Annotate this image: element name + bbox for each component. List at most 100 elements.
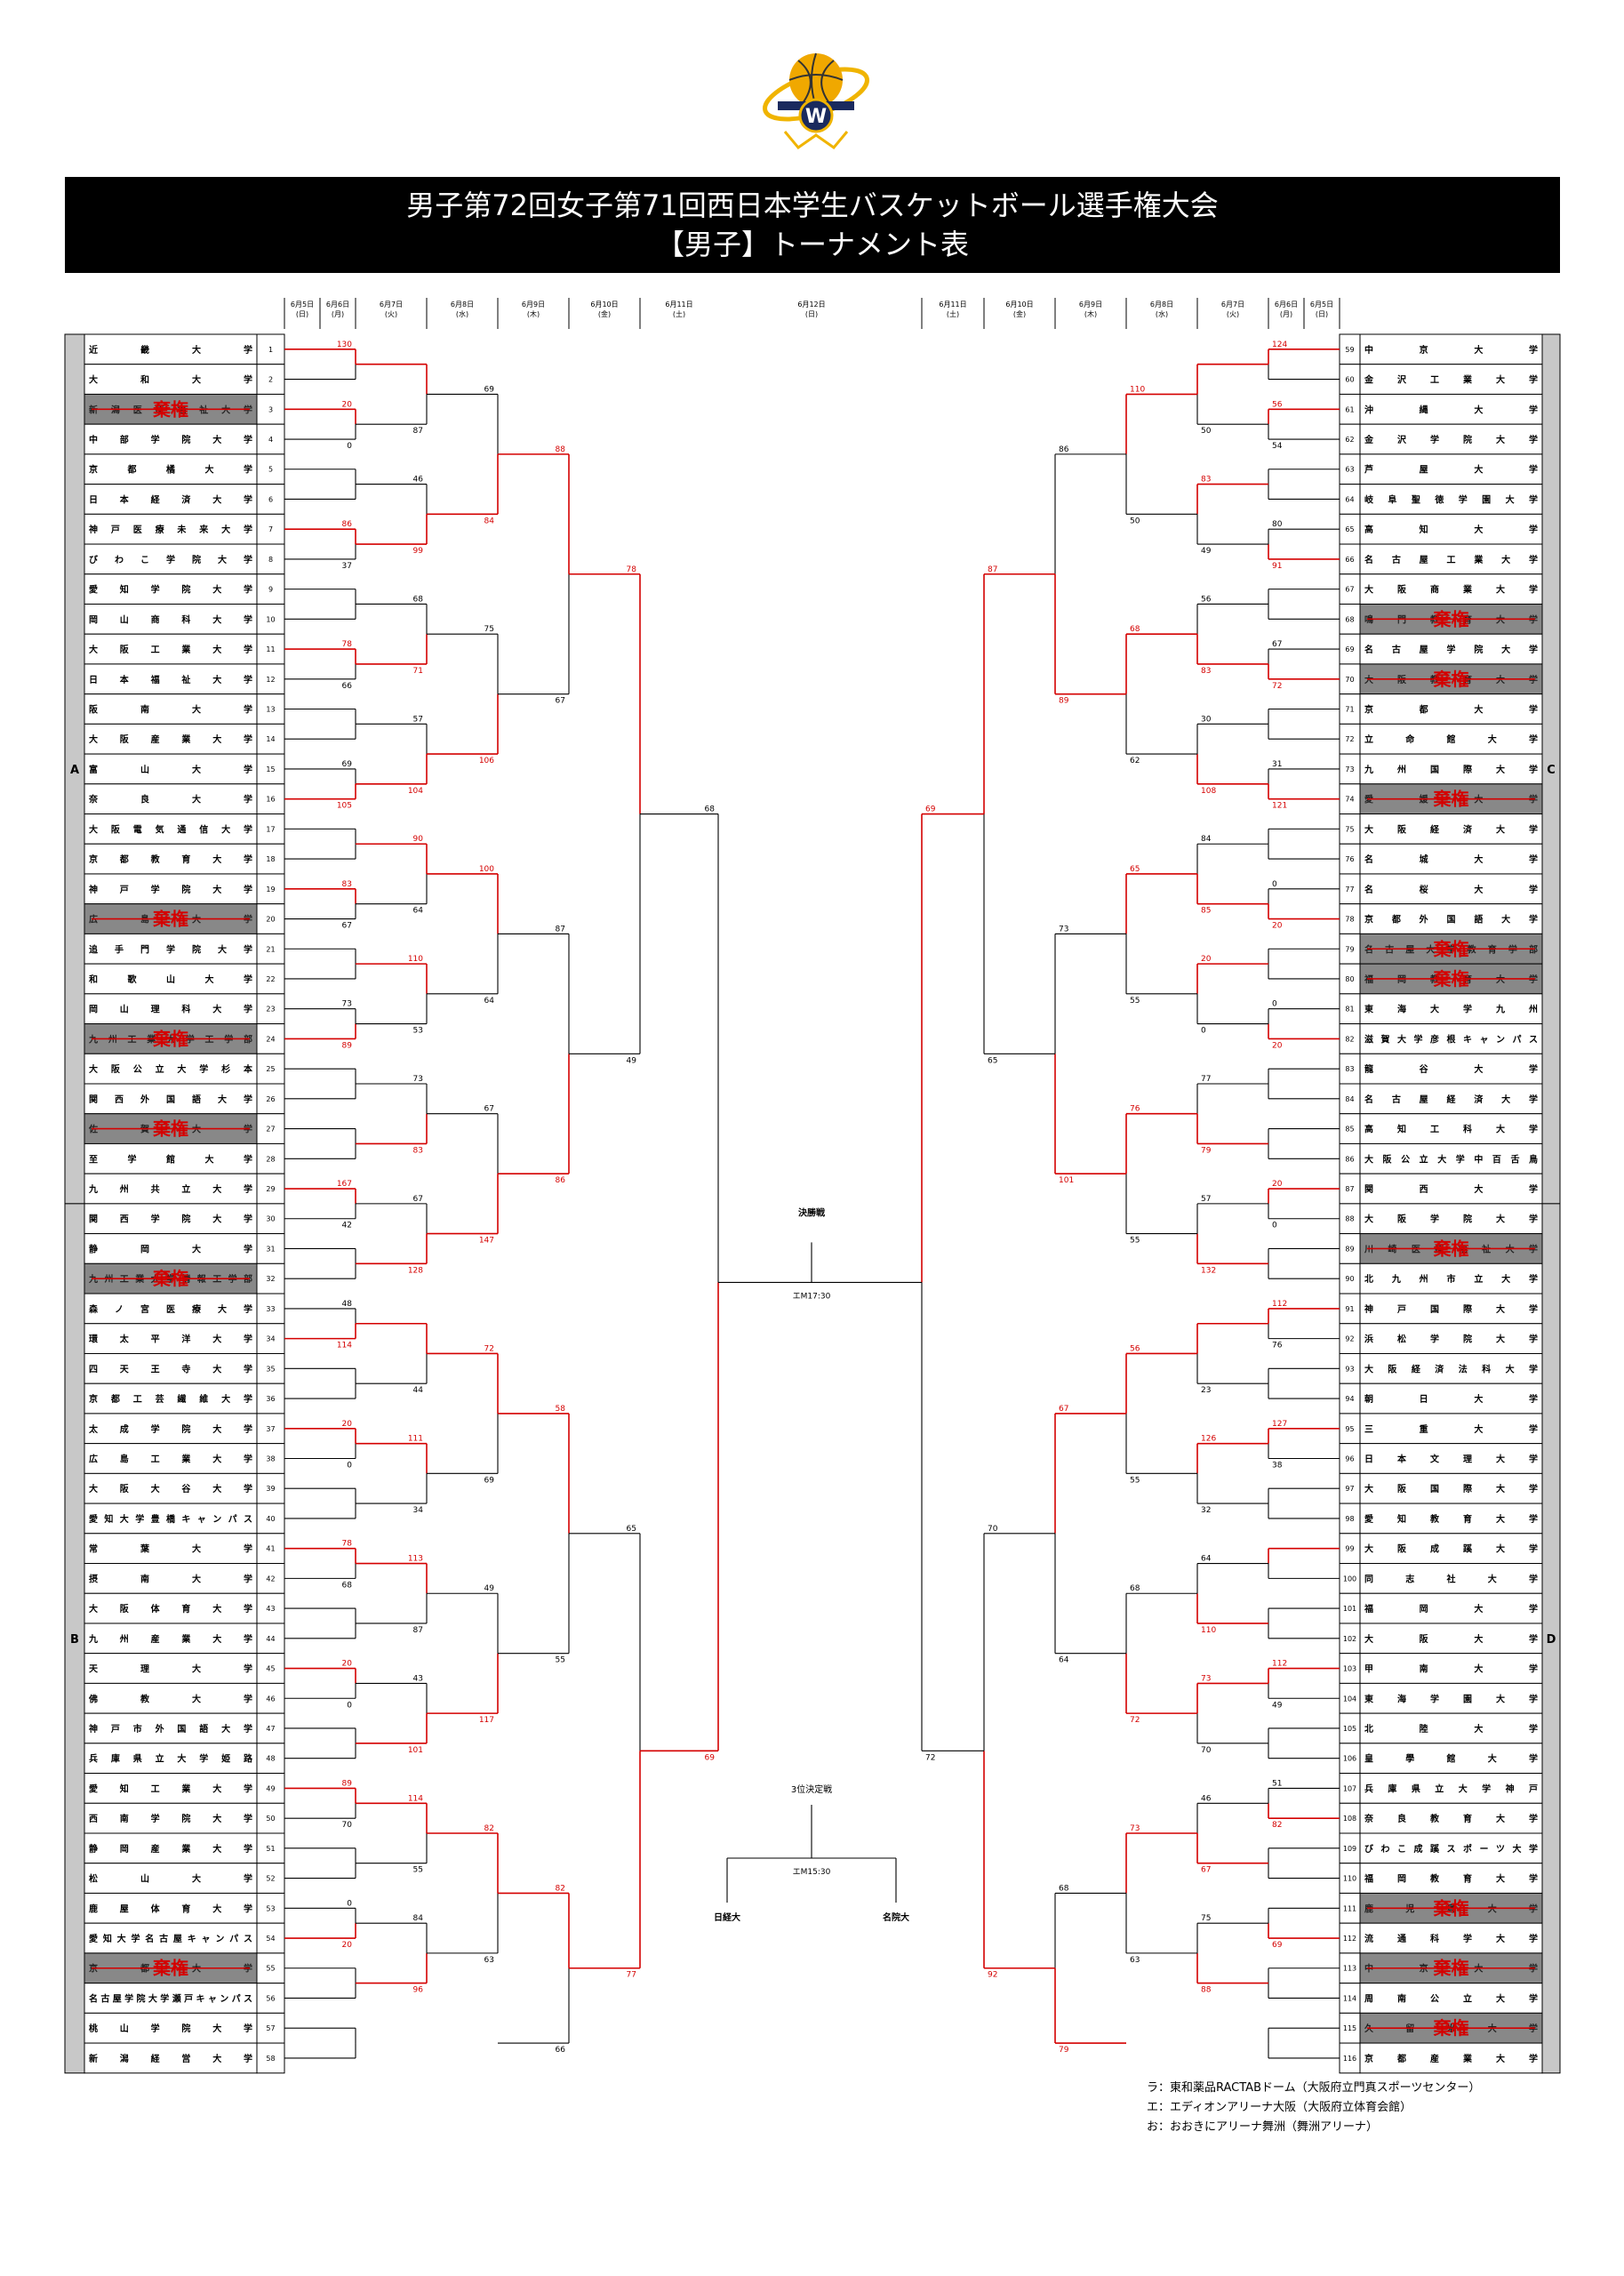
team-seed: 97 xyxy=(1345,1485,1354,1493)
svg-text:大: 大 xyxy=(1459,1783,1468,1794)
seed-cell xyxy=(256,1863,285,1894)
svg-text:大: 大 xyxy=(192,794,201,805)
team-cell xyxy=(84,573,258,605)
svg-text:関: 関 xyxy=(89,1094,98,1105)
team-seed: 25 xyxy=(266,1065,275,1073)
team-seed: 112 xyxy=(1343,1935,1356,1943)
team-name: 愛知学院大学 xyxy=(89,584,252,596)
svg-text:静: 静 xyxy=(89,1843,98,1855)
svg-text:岡: 岡 xyxy=(140,1244,149,1254)
svg-text:大: 大 xyxy=(1496,1124,1505,1135)
svg-text:県: 県 xyxy=(133,1753,142,1765)
svg-text:国: 国 xyxy=(1430,765,1439,775)
team-seed: 42 xyxy=(266,1575,275,1583)
svg-text:大: 大 xyxy=(192,1543,201,1555)
svg-text:大: 大 xyxy=(1488,733,1497,745)
match-score: 20 xyxy=(1272,1180,1283,1189)
team-name: 関西大学 xyxy=(1364,1183,1538,1195)
team-seed: 46 xyxy=(266,1695,275,1703)
svg-text:語: 語 xyxy=(199,1723,208,1735)
svg-text:大: 大 xyxy=(1501,554,1510,565)
svg-text:大: 大 xyxy=(151,1483,160,1495)
team-cell xyxy=(84,873,258,905)
svg-text:京: 京 xyxy=(1364,2053,1373,2064)
svg-text:学: 学 xyxy=(1529,1843,1538,1855)
svg-text:業: 業 xyxy=(180,1843,191,1855)
team-seed: 15 xyxy=(266,765,275,773)
match-score: 78 xyxy=(342,640,353,649)
svg-text:学: 学 xyxy=(244,1573,252,1584)
svg-text:大: 大 xyxy=(1397,1033,1406,1045)
svg-text:医: 医 xyxy=(133,525,142,535)
date-label: 6月11日 xyxy=(665,301,692,309)
svg-text:こ: こ xyxy=(140,556,149,565)
third-place-team: 日経大 xyxy=(714,1911,740,1923)
team-cell xyxy=(1359,1983,1543,2014)
svg-text:学: 学 xyxy=(1529,1124,1538,1135)
team-name: 桃山学院大学 xyxy=(89,2023,252,2034)
svg-text:屋: 屋 xyxy=(1420,645,1428,655)
match-score: 114 xyxy=(408,1794,423,1803)
svg-text:島: 島 xyxy=(120,1454,129,1465)
svg-text:国: 国 xyxy=(1430,1484,1439,1495)
svg-text:外: 外 xyxy=(140,1094,149,1105)
team-name: 関西学院大学 xyxy=(89,1214,252,1225)
svg-text:学: 学 xyxy=(244,1334,252,1345)
team-name: 滋賀大学彦根キャンパス xyxy=(1364,1033,1538,1045)
team-name: 神戸学院大学 xyxy=(89,884,252,895)
team-cell xyxy=(84,1983,258,2014)
match-score: 73 xyxy=(1201,1674,1211,1683)
match-score: 73 xyxy=(1130,1824,1140,1833)
date-label: 6月10日 xyxy=(590,301,618,309)
svg-text:学: 学 xyxy=(128,1153,137,1165)
svg-text:名: 名 xyxy=(89,1992,98,2004)
team-cell xyxy=(1359,1023,1543,1054)
svg-text:学: 学 xyxy=(166,943,175,955)
match-score: 20 xyxy=(1272,1041,1283,1050)
match-score: 106 xyxy=(479,757,494,765)
svg-text:大: 大 xyxy=(212,584,221,596)
svg-text:高: 高 xyxy=(1364,1124,1373,1135)
svg-text:大: 大 xyxy=(212,1183,221,1195)
match-score: 87 xyxy=(556,925,565,934)
svg-text:共: 共 xyxy=(151,1183,160,1195)
team-seed: 64 xyxy=(1345,495,1354,503)
svg-text:戸: 戸 xyxy=(120,885,129,895)
svg-text:国: 国 xyxy=(1447,915,1456,926)
team-seed: 85 xyxy=(1345,1126,1354,1134)
svg-text:大: 大 xyxy=(1364,1214,1373,1225)
team-name: 大阪経済大学 xyxy=(1364,823,1538,835)
match-score: 110 xyxy=(1201,1626,1216,1635)
match-score: 20 xyxy=(342,1420,353,1429)
svg-text:阪: 阪 xyxy=(1420,1633,1429,1645)
team-name: 愛知大学豊橋キャンパス xyxy=(89,1513,252,1525)
team-name: 大阪工業大学 xyxy=(89,644,252,655)
team-cell xyxy=(1359,873,1543,905)
svg-text:大: 大 xyxy=(89,823,98,835)
svg-text:聖: 聖 xyxy=(1412,493,1420,505)
svg-text:ン: ン xyxy=(212,1515,221,1525)
team-name: 摂南大学 xyxy=(89,1573,252,1584)
svg-text:日: 日 xyxy=(1420,1394,1428,1405)
svg-text:院: 院 xyxy=(137,1992,146,2004)
match-score: 167 xyxy=(337,1180,352,1189)
svg-text:大: 大 xyxy=(212,493,221,505)
team-seed: 79 xyxy=(1345,945,1354,953)
match-score: 72 xyxy=(925,1753,935,1762)
withdrawn-mark: 棄権 xyxy=(1434,1897,1469,1919)
svg-text:屋: 屋 xyxy=(1420,555,1428,565)
team-name: 名城大学 xyxy=(1364,854,1538,865)
svg-text:杉: 杉 xyxy=(221,1063,230,1075)
svg-text:岡: 岡 xyxy=(89,1005,98,1015)
svg-text:学: 学 xyxy=(244,1903,252,1914)
seed-cell xyxy=(256,1743,285,1775)
svg-text:山: 山 xyxy=(120,613,129,625)
match-score: 65 xyxy=(988,1056,997,1065)
date-label: 6月5日 xyxy=(291,301,314,309)
svg-text:体: 体 xyxy=(151,1603,161,1615)
team-cell xyxy=(1359,1472,1543,1504)
team-name: 三重大学 xyxy=(1364,1423,1538,1435)
svg-text:学: 学 xyxy=(151,1214,160,1225)
svg-text:業: 業 xyxy=(1462,2053,1473,2064)
